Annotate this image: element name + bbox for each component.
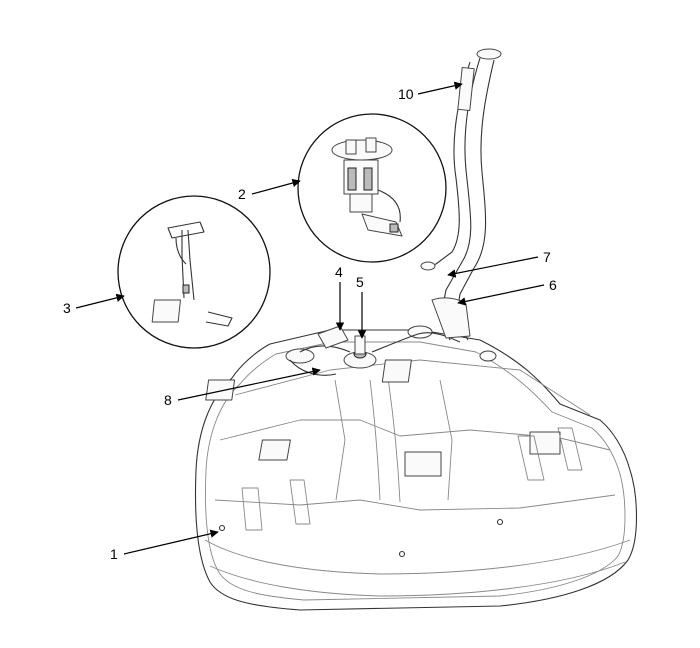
callout-label-1: 1	[110, 546, 118, 562]
callout-label-2: 2	[238, 186, 246, 202]
callout-3: 3	[63, 293, 125, 316]
filler-neck-assembly	[420, 48, 502, 341]
callout-label-10: 10	[398, 86, 414, 102]
callout-7: 7	[447, 249, 551, 278]
fuel-tank	[194, 325, 638, 611]
callout-label-5: 5	[356, 274, 364, 290]
callout-label-3: 3	[63, 300, 71, 316]
callout-label-8: 8	[164, 392, 172, 408]
callout-label-6: 6	[549, 277, 557, 293]
callout-6: 6	[457, 277, 557, 306]
callout-1: 1	[110, 529, 219, 562]
callout-4: 4	[335, 264, 345, 331]
callout-label-7: 7	[543, 249, 551, 265]
callout-5: 5	[356, 274, 367, 339]
callout-label-4: 4	[335, 264, 343, 280]
callout-10: 10	[398, 81, 463, 102]
fuel-pump-detail-circle	[297, 113, 447, 263]
callout-2: 2	[238, 178, 301, 202]
fuel-sender-detail-circle	[117, 195, 271, 349]
callout-8: 8	[164, 367, 321, 408]
